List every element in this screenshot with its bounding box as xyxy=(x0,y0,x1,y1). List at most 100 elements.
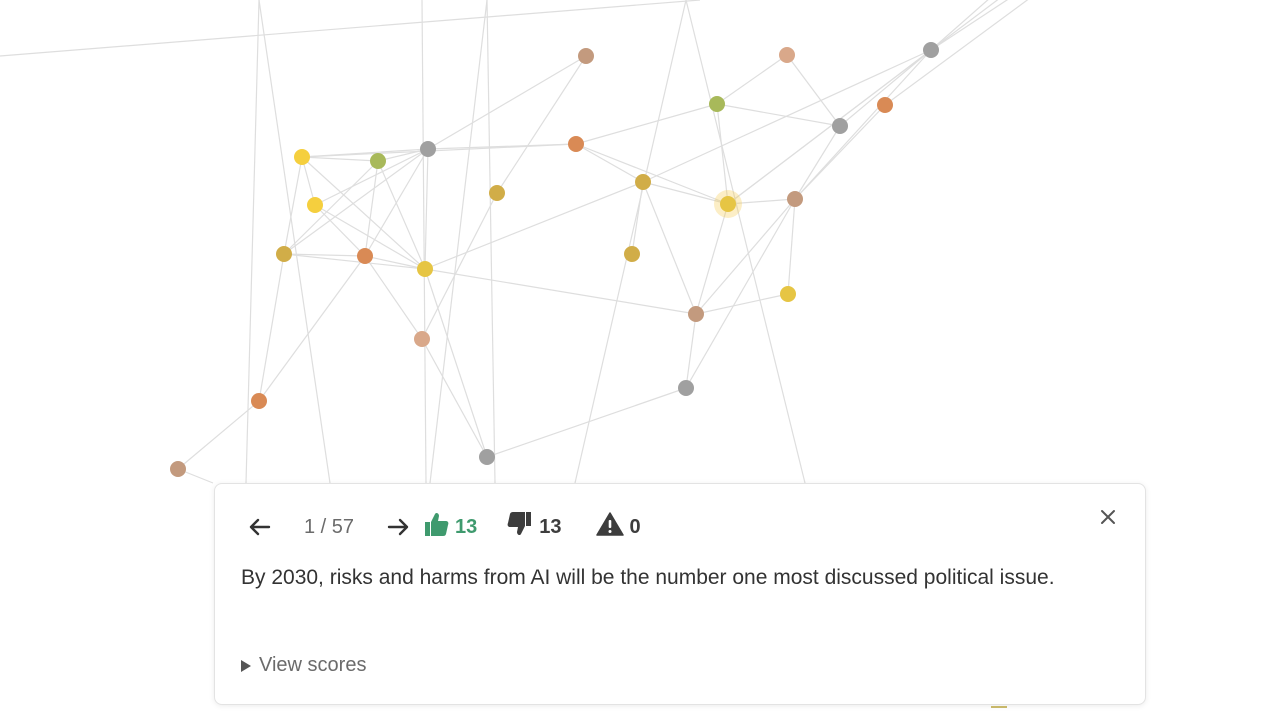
pass-count: 0 xyxy=(629,515,641,538)
graph-node[interactable] xyxy=(417,261,433,277)
graph-edge xyxy=(716,54,788,105)
graph-node[interactable] xyxy=(479,449,495,465)
graph-edge xyxy=(642,181,729,205)
graph-node[interactable] xyxy=(923,42,939,58)
graph-edge xyxy=(377,160,426,270)
statement-panel: 1 / 57 13 13 xyxy=(214,483,1146,705)
graph-edge xyxy=(421,338,488,458)
graph-edge xyxy=(301,156,379,162)
graph-edge xyxy=(727,198,796,205)
graph-node[interactable] xyxy=(832,118,848,134)
graph-edge xyxy=(258,0,331,484)
graph-edge xyxy=(716,103,729,205)
graph-edge xyxy=(695,203,729,315)
graph-node[interactable] xyxy=(251,393,267,409)
graph-edge xyxy=(301,143,577,158)
graph-edge xyxy=(421,192,498,340)
graph-node[interactable] xyxy=(635,174,651,190)
graph-edge xyxy=(794,125,841,200)
graph-node[interactable] xyxy=(276,246,292,262)
graph-edge xyxy=(424,268,697,315)
graph-edge xyxy=(496,55,587,194)
graph-node[interactable] xyxy=(370,153,386,169)
view-scores-label: View scores xyxy=(259,654,367,676)
graph-edge xyxy=(685,198,796,389)
graph-edge xyxy=(574,0,687,484)
disagree-button[interactable]: 13 xyxy=(507,511,562,543)
graph-edge xyxy=(794,104,886,200)
graph-node[interactable] xyxy=(709,96,725,112)
graph-edge xyxy=(424,148,429,270)
graph-edge xyxy=(0,0,701,57)
graph-edge xyxy=(786,54,841,127)
graph-edge xyxy=(727,49,932,205)
graph-edge xyxy=(839,49,932,127)
arrow-right-icon[interactable] xyxy=(381,510,417,544)
agree-button[interactable]: 13 xyxy=(423,511,477,543)
graph-edges xyxy=(0,0,1029,484)
graph-node[interactable] xyxy=(624,246,640,262)
graph-node-selected[interactable] xyxy=(720,196,736,212)
disagree-count: 13 xyxy=(539,515,562,538)
graph-edge xyxy=(283,253,426,270)
thumbs-up-icon xyxy=(423,511,449,543)
graph-node[interactable] xyxy=(780,286,796,302)
graph-edge xyxy=(177,400,260,470)
graph-edge xyxy=(695,293,789,315)
graph-node[interactable] xyxy=(357,248,373,264)
statement-toolbar: 1 / 57 13 13 xyxy=(241,510,641,544)
graph-edge xyxy=(884,0,1029,106)
graph-edge xyxy=(364,255,423,340)
graph-node[interactable] xyxy=(294,149,310,165)
graph-edge xyxy=(642,49,932,183)
graph-node[interactable] xyxy=(578,48,594,64)
graph-node[interactable] xyxy=(170,461,186,477)
graph-edge xyxy=(486,0,496,484)
arrow-left-icon[interactable] xyxy=(241,510,277,544)
graph-edge xyxy=(421,0,427,484)
statement-counter: 1 / 57 xyxy=(303,515,355,538)
graph-edge xyxy=(258,255,366,402)
graph-edge xyxy=(424,181,644,270)
graph-edge xyxy=(314,204,426,270)
graph-node[interactable] xyxy=(307,197,323,213)
thumbs-down-icon xyxy=(507,511,533,543)
close-icon[interactable] xyxy=(1095,504,1121,530)
graph-node[interactable] xyxy=(489,185,505,201)
graph-edge xyxy=(427,55,587,150)
graph-node[interactable] xyxy=(414,331,430,347)
graph-edge xyxy=(301,156,426,270)
pass-button[interactable]: 0 xyxy=(595,511,641,543)
graph-node[interactable] xyxy=(787,191,803,207)
graph-edge xyxy=(695,198,796,315)
graph-node[interactable] xyxy=(877,97,893,113)
graph-nodes[interactable] xyxy=(170,42,939,477)
expand-triangle-icon xyxy=(241,659,251,672)
graph-edge xyxy=(429,0,488,484)
warning-icon xyxy=(595,511,624,543)
graph-edge xyxy=(642,181,697,315)
graph-edge xyxy=(283,148,429,255)
view-scores-toggle[interactable]: View scores xyxy=(241,654,366,677)
graph-edge xyxy=(258,253,285,402)
graph-edge xyxy=(314,148,429,206)
graph-node[interactable] xyxy=(568,136,584,152)
graph-edge xyxy=(283,253,366,257)
graph-node[interactable] xyxy=(678,380,694,396)
graph-edge xyxy=(930,0,999,51)
graph-edge xyxy=(787,198,796,295)
graph-edge xyxy=(424,268,488,458)
graph-edge xyxy=(685,0,806,484)
background-marker xyxy=(991,706,1007,708)
graph-node[interactable] xyxy=(779,47,795,63)
graph-node[interactable] xyxy=(420,141,436,157)
graph-edge xyxy=(283,160,379,255)
graph-edge xyxy=(685,313,697,389)
agree-count: 13 xyxy=(455,515,478,538)
graph-edge xyxy=(794,49,932,200)
graph-node[interactable] xyxy=(688,306,704,322)
graph-edge xyxy=(575,143,729,205)
graph-edge xyxy=(364,160,379,257)
graph-edge xyxy=(364,255,426,270)
